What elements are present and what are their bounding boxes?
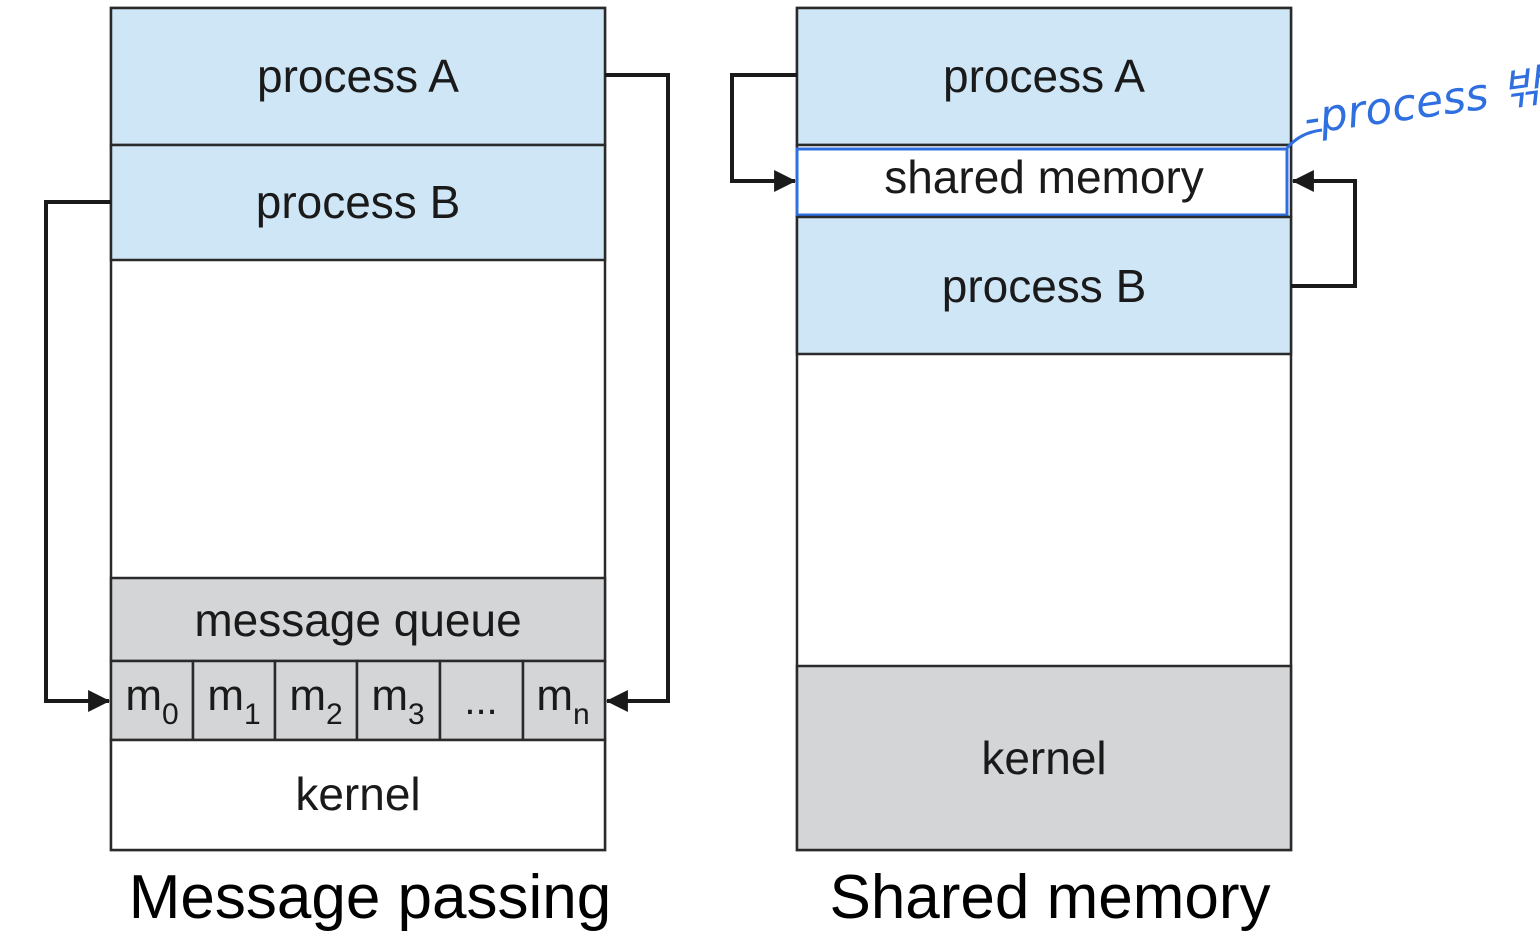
queue-cell-0-base: m [125, 671, 162, 720]
mp-process-a-label: process A [257, 50, 459, 102]
mp-kernel-label: kernel [295, 768, 420, 820]
process-b-to-shared-arrow [1291, 170, 1357, 288]
shared-memory-highlight [795, 147, 1289, 217]
queue-cell-3-label: m3 [371, 671, 424, 731]
annotation-text: -process 밖 [1300, 60, 1540, 145]
queue-cell-4-base: ... [464, 679, 497, 723]
sm-process-a-label: process A [943, 50, 1145, 102]
sm-process-a-block [795, 6, 1293, 147]
queue-cell-2-base: m [289, 671, 326, 720]
message-queue-label: message queue [194, 594, 521, 646]
sm-process-b-block [795, 215, 1293, 356]
queue-cell-0-sub: 0 [162, 698, 179, 731]
mp-kernel-block [109, 738, 607, 852]
process-a-to-queue-arrow [605, 73, 670, 712]
queue-cell-1-label: m1 [207, 671, 260, 731]
sm-kernel-label: kernel [981, 732, 1106, 784]
process-a-to-shared-arrow [730, 73, 797, 192]
handwritten-annotation: -process 밖 [1285, 60, 1540, 150]
queue-cell-5-sub: n [573, 698, 590, 731]
annotation-leader-line [1285, 128, 1323, 150]
message-queue-block [109, 576, 607, 663]
queue-cell-4-label: ... [464, 679, 497, 723]
queue-cell-0-label: m0 [125, 671, 178, 731]
shared-memory-diagram: process A shared memory process B kernel… [730, 6, 1540, 852]
queue-cell-5-base: m [536, 671, 573, 720]
queue-cell-2-label: m2 [289, 671, 342, 731]
message-passing-diagram: process A process B message queue m0 m1 … [44, 6, 670, 852]
shared-memory-region [795, 143, 1293, 219]
queue-cell-1 [191, 659, 277, 742]
queue-cell-3 [355, 659, 442, 742]
queue-cell-3-sub: 3 [408, 698, 425, 731]
queue-cell-2-sub: 2 [326, 698, 343, 731]
shared-memory-label: shared memory [884, 151, 1204, 203]
queue-cell-1-base: m [207, 671, 244, 720]
shared-memory-caption: Shared memory [829, 863, 1271, 932]
mp-process-b-label: process B [256, 176, 461, 228]
queue-cell-1-sub: 1 [244, 698, 261, 731]
sm-kernel-block [795, 664, 1293, 852]
sm-process-b-label: process B [942, 260, 1147, 312]
message-passing-caption: Message passing [128, 863, 612, 932]
process-b-to-queue-arrow [44, 200, 111, 712]
mp-process-a-block [109, 6, 607, 147]
queue-cell-5-label: mn [536, 671, 589, 731]
queue-cell-3-base: m [371, 671, 408, 720]
queue-cell-5 [521, 659, 607, 742]
mp-process-b-block [109, 143, 607, 262]
message-queue-cells: m0 m1 m2 m3 ... mn [109, 659, 607, 742]
